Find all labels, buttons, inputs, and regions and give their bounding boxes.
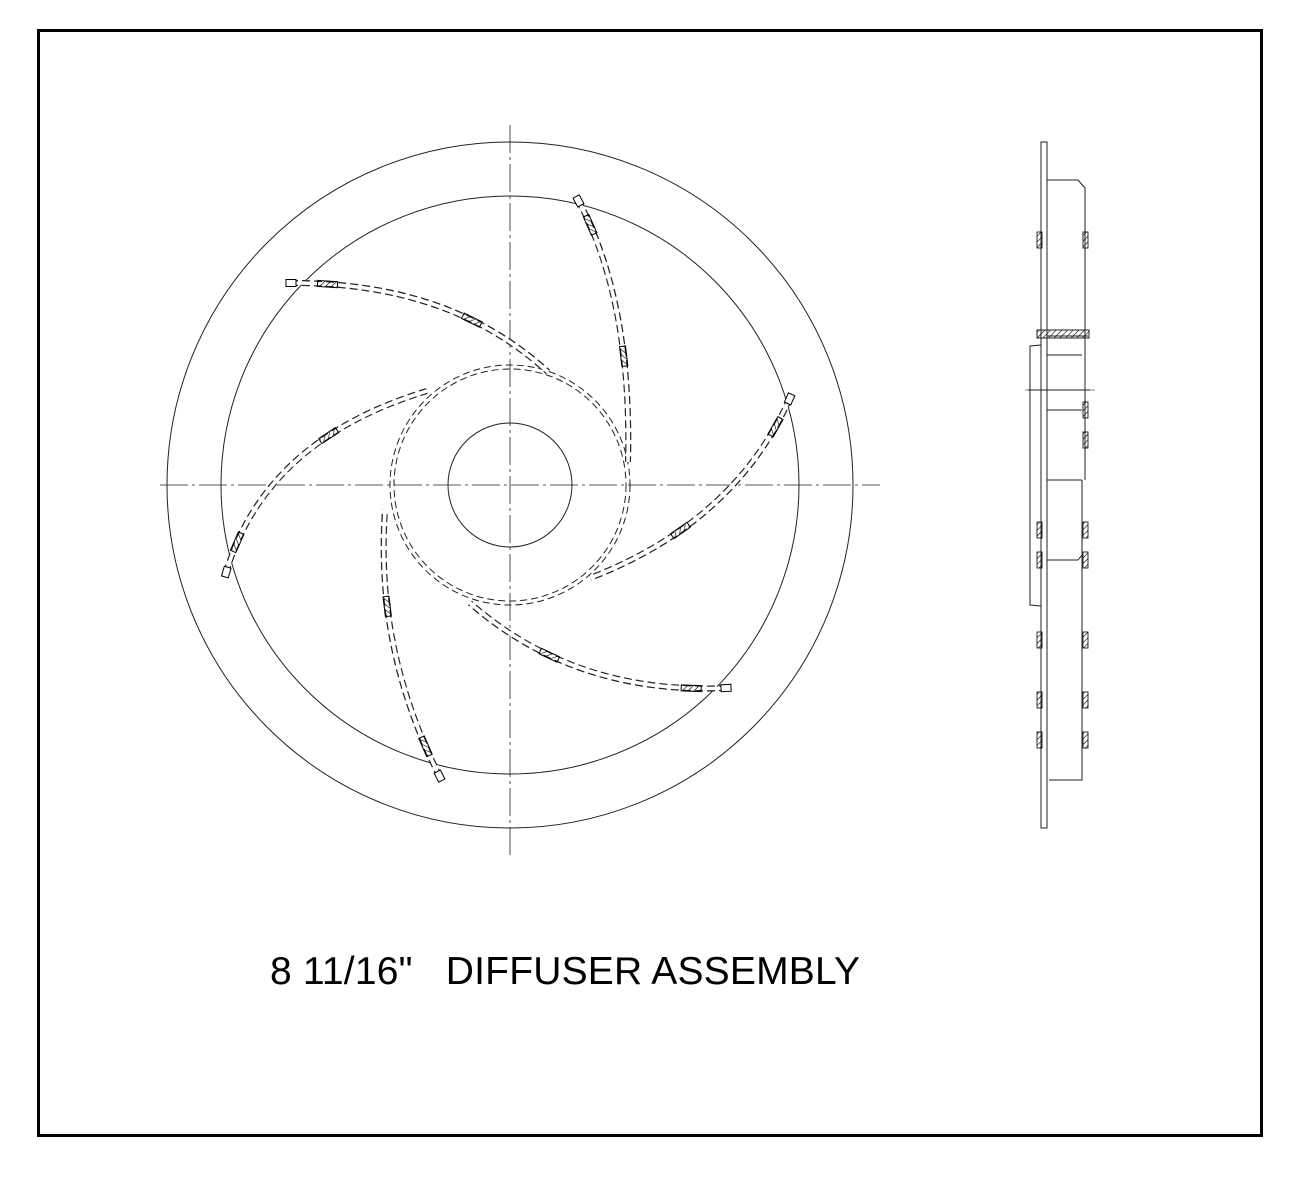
weld-block xyxy=(229,531,245,554)
weld-mark xyxy=(1082,521,1089,539)
weld-mark xyxy=(1082,551,1089,569)
hub-circle xyxy=(447,422,573,548)
weld-block xyxy=(767,415,784,438)
inner-ring-circle xyxy=(220,195,800,775)
weld-block xyxy=(317,426,340,445)
vane xyxy=(572,194,632,463)
vane xyxy=(380,509,446,783)
weld-block xyxy=(460,312,483,328)
vane xyxy=(285,278,551,375)
weld-mark xyxy=(1082,731,1089,749)
drawing-title: 8 11/16" DIFFUSER ASSEMBLY xyxy=(270,950,861,993)
vane-tip xyxy=(572,194,585,208)
vane-tip xyxy=(783,392,796,406)
inner-dashed-circle-2 xyxy=(393,368,627,602)
weld-mark xyxy=(1036,231,1043,249)
vane-tip xyxy=(433,769,446,783)
weld-block xyxy=(316,279,339,289)
lower-housing xyxy=(1040,390,1083,828)
weld-block xyxy=(669,521,692,540)
weld-mark xyxy=(1082,401,1089,419)
vane xyxy=(468,600,732,693)
weld-mark xyxy=(1082,431,1089,449)
weld-mark xyxy=(1036,521,1043,539)
inner-dashed-circle xyxy=(389,364,631,606)
vane xyxy=(588,392,796,581)
vanes xyxy=(220,194,796,783)
drawing-border xyxy=(37,29,1263,1137)
weld-block xyxy=(619,345,629,368)
weld-mark xyxy=(1036,731,1043,749)
side-section-view xyxy=(1025,141,1095,829)
weld-mark xyxy=(1036,631,1043,649)
weld-marks xyxy=(1036,231,1089,749)
weld-mark xyxy=(1082,231,1089,249)
weld-mark xyxy=(1082,691,1089,709)
shaft-section xyxy=(1036,329,1090,339)
front-view xyxy=(160,125,880,858)
weld-mark xyxy=(1036,691,1043,709)
weld-block xyxy=(382,595,392,618)
weld-mark xyxy=(1036,551,1043,569)
vane xyxy=(220,388,428,579)
vane-tip xyxy=(720,683,732,693)
weld-block xyxy=(418,735,433,758)
weld-block xyxy=(538,647,561,663)
weld-block xyxy=(680,684,702,693)
hub-step xyxy=(1028,344,1090,607)
vane-tip xyxy=(220,565,232,579)
outer-circle xyxy=(166,141,854,829)
vane-tip xyxy=(285,278,297,288)
weld-block xyxy=(582,213,598,236)
weld-mark xyxy=(1082,631,1089,649)
